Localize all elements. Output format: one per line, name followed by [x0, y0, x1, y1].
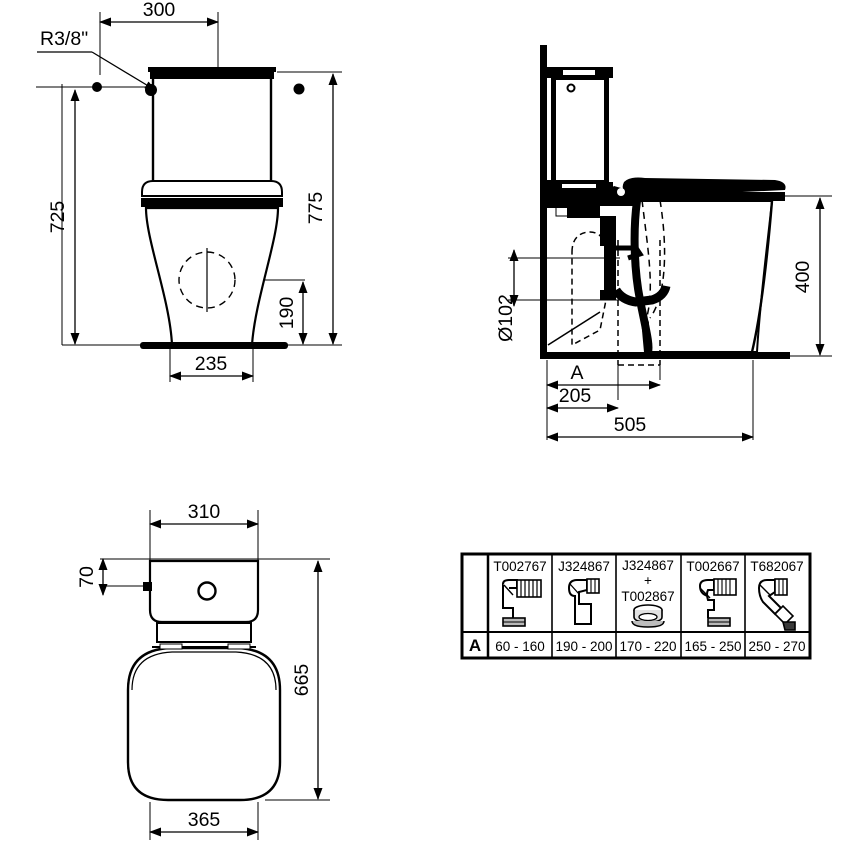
dim-665-label: 665	[291, 664, 313, 697]
dim-235: 235	[169, 353, 254, 381]
table-column-5: T682067 250 - 270	[748, 559, 805, 654]
connector-code-secondary: T002867	[621, 589, 674, 604]
table-column-1: T002767 60 - 160	[493, 559, 546, 654]
seat-ring	[141, 198, 283, 207]
dim-diameter-102: Ø102	[495, 249, 519, 342]
dim-400-label: 400	[792, 261, 814, 294]
inlet-point-marker	[92, 82, 102, 92]
dim-A-label: A	[570, 362, 583, 384]
flush-button-hole-icon	[197, 581, 217, 601]
table-column-4: T002667 165 - 250	[684, 559, 741, 654]
front-seat-assembly	[141, 180, 283, 207]
side-elevation-view: Ø102 400 A 205 505	[495, 45, 832, 442]
front-pan-body	[144, 206, 280, 347]
connector-range: 165 - 250	[684, 639, 741, 654]
pipe-angled-icon	[757, 578, 796, 631]
dim-300: 300	[99, 0, 219, 27]
dim-205-label: 205	[559, 385, 592, 407]
table-column-2: J324867 190 - 200	[555, 559, 612, 654]
dim-725: 725	[47, 89, 80, 345]
dim-102-label: Ø102	[495, 294, 517, 342]
dim-r38-label: R3/8"	[40, 28, 88, 50]
plan-inlet-marker	[143, 582, 152, 591]
pipe-bend-bellows-icon	[699, 578, 737, 627]
plan-cistern	[143, 559, 260, 624]
dim-A: A	[546, 362, 661, 390]
dim-70: 70	[76, 558, 108, 596]
connector-range: 170 - 220	[619, 639, 676, 654]
dim-190-label: 190	[276, 297, 298, 330]
side-floor-line	[540, 352, 790, 359]
dim-235-label: 235	[195, 353, 228, 375]
dim-505-label: 505	[614, 414, 647, 436]
dim-400: 400	[792, 197, 825, 356]
side-cistern	[547, 67, 613, 192]
plan-seat-outline	[126, 643, 282, 802]
dim-665: 665	[291, 560, 323, 800]
water-inlet-icon	[145, 84, 157, 96]
side-extension-lines	[508, 195, 832, 440]
connector-range: 60 - 160	[495, 639, 545, 654]
dim-190: 190	[276, 281, 308, 345]
dim-365-label: 365	[188, 809, 221, 831]
side-wall-line	[540, 45, 547, 358]
connector-code: T002767	[493, 559, 546, 574]
connector-code: J324867	[622, 558, 674, 573]
connector-reference-table: A T002767 60 - 160 J324867	[460, 552, 812, 660]
connector-range: 190 - 200	[555, 639, 612, 654]
table-column-3: J324867 + T002867 170 - 220	[619, 558, 676, 654]
connector-code: J324867	[558, 559, 610, 574]
dim-775-label: 775	[305, 192, 327, 225]
connector-range: 250 - 270	[748, 639, 805, 654]
connector-code: T002667	[686, 559, 739, 574]
dim-r38-leader: R3/8"	[37, 28, 156, 92]
dim-70-label: 70	[76, 566, 98, 588]
plan-connection-band	[156, 622, 252, 643]
dim-310-label: 310	[188, 501, 221, 523]
dim-300-label: 300	[143, 0, 176, 21]
front-outlet-centre	[178, 248, 236, 312]
dim-775: 775	[305, 73, 338, 345]
front-floor-line	[140, 342, 288, 349]
side-seat-lid	[610, 177, 786, 201]
front-cistern	[145, 67, 305, 184]
dim-205: 205	[546, 385, 619, 413]
front-elevation-view: 300 R3/8" 725 775 190	[36, 0, 342, 382]
dim-310: 310	[149, 501, 259, 529]
table-row-label-A: A	[469, 636, 481, 655]
dim-725-label: 725	[47, 201, 69, 234]
pipe-offset-icon	[567, 578, 600, 625]
dim-365: 365	[149, 809, 259, 837]
connector-code: T682067	[750, 559, 803, 574]
plan-view: 310 70 665 365	[76, 501, 330, 840]
connector-plus-symbol: +	[644, 573, 652, 588]
fixing-hole-marker	[293, 83, 305, 95]
pipe-straight-bellows-icon	[502, 579, 542, 627]
dim-505: 505	[546, 414, 754, 442]
side-bowl-body	[630, 200, 774, 354]
pipe-seal-ring-icon	[631, 604, 665, 628]
